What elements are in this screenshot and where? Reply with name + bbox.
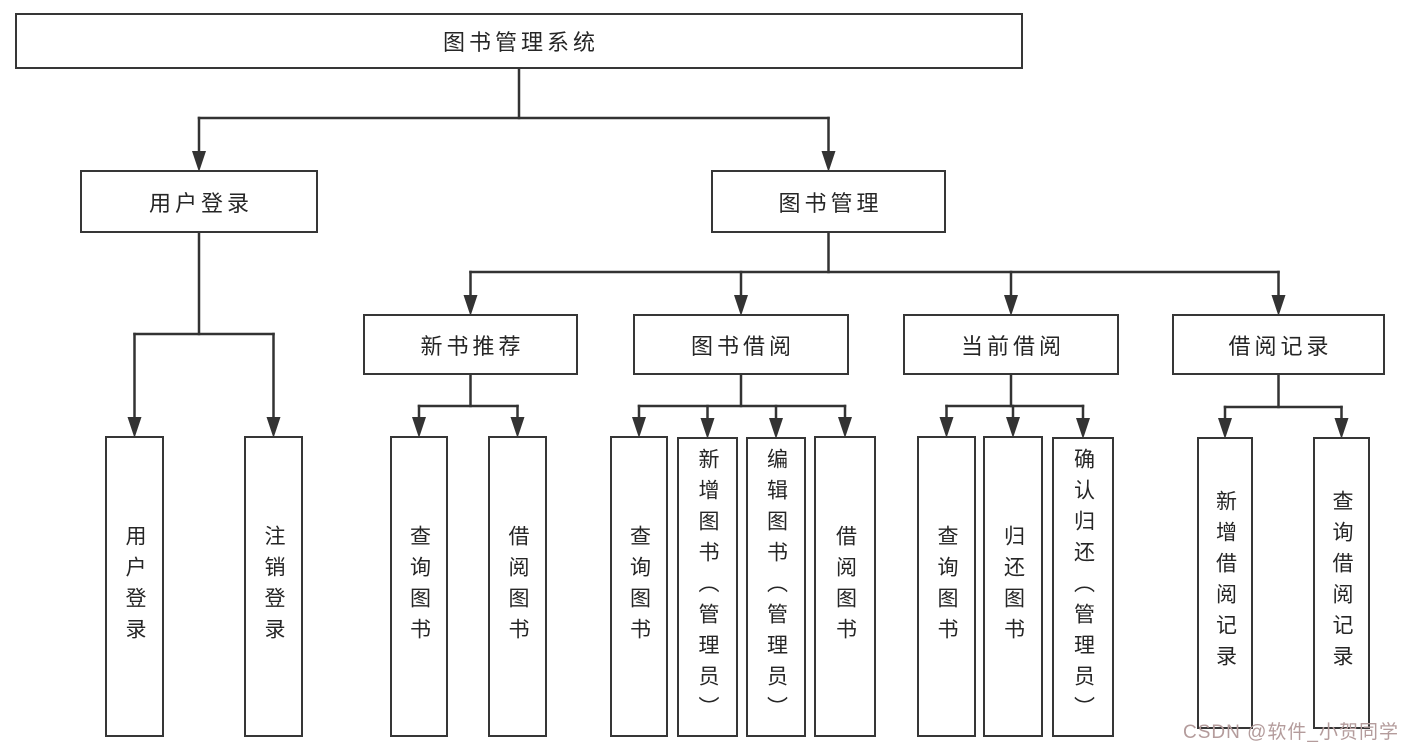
node-label: 新增借阅记录 [1213,490,1237,676]
node-label: 查询图书 [407,524,431,649]
node-label: 查询图书 [935,524,958,649]
node-label: 借阅图书 [833,524,857,649]
leaf-borrow-books: 借阅图书 [814,436,876,737]
node-label: 图书管理系统 [442,30,599,55]
leaf-borrow-books-recommend: 借阅图书 [488,436,547,737]
arrowhead-icon [632,417,646,438]
arrowhead-icon [412,417,426,438]
leaf-user-login: 用户登录 [105,436,164,737]
node-label: 查询借阅记录 [1330,490,1353,676]
arrowhead-icon [769,418,783,439]
arrowhead-icon [1004,295,1018,316]
node-label: 归还图书 [1001,524,1025,649]
node-library-management-system: 图书管理系统 [15,13,1023,69]
node-borrowing-records: 借阅记录 [1172,314,1385,375]
leaf-query-books-current: 查询图书 [917,436,976,737]
leaf-edit-book-admin: 编辑图书（管理员） [746,437,806,737]
csdn-watermark: CSDN @软件_小贺同学 [1183,722,1399,743]
node-book-borrowing: 图书借阅 [633,314,849,375]
leaf-add-borrow-record: 新增借阅记录 [1197,437,1253,729]
arrowhead-icon [1271,295,1286,316]
leaf-query-books-borrow: 查询图书 [610,436,668,737]
arrowhead-icon [838,417,852,438]
node-label: 确认归还（管理员） [1071,447,1095,727]
leaf-add-book-admin: 新增图书（管理员） [677,437,738,737]
leaf-query-books-recommend: 查询图书 [390,436,448,737]
arrowhead-icon [1076,418,1090,439]
arrowhead-icon [700,418,715,439]
arrowhead-icon [1334,418,1349,439]
arrowhead-icon [821,151,836,172]
arrowhead-icon [127,417,142,438]
arrowhead-icon [463,295,478,316]
node-label: 新书推荐 [420,333,525,359]
node-user-login: 用户登录 [80,170,318,233]
node-current-borrowing: 当前借阅 [903,314,1119,375]
arrowhead-icon [266,417,281,438]
arrowhead-icon [734,295,748,316]
leaf-confirm-return-admin: 确认归还（管理员） [1052,437,1114,737]
arrowhead-icon [510,417,525,438]
node-label: 编辑图书（管理员） [764,447,788,727]
arrowhead-icon [939,417,954,438]
leaf-return-book: 归还图书 [983,436,1043,737]
node-label: 注销登录 [262,524,285,649]
node-book-management: 图书管理 [711,170,946,233]
arrowhead-icon [1218,418,1232,439]
node-label: 当前借阅 [960,333,1065,359]
leaf-logout: 注销登录 [244,436,303,737]
leaf-query-borrow-record: 查询借阅记录 [1313,437,1370,729]
node-label: 借阅记录 [1228,333,1333,359]
node-label: 图书借阅 [690,333,795,359]
arrowhead-icon [192,151,206,172]
node-label: 图书管理 [778,190,883,216]
node-label: 用户登录 [148,190,253,216]
node-label: 查询图书 [627,524,651,649]
node-label: 新增图书（管理员） [696,447,719,727]
node-label: 用户登录 [123,524,146,649]
node-label: 借阅图书 [506,524,529,649]
node-new-book-recommendation: 新书推荐 [363,314,578,375]
arrowhead-icon [1006,417,1020,438]
